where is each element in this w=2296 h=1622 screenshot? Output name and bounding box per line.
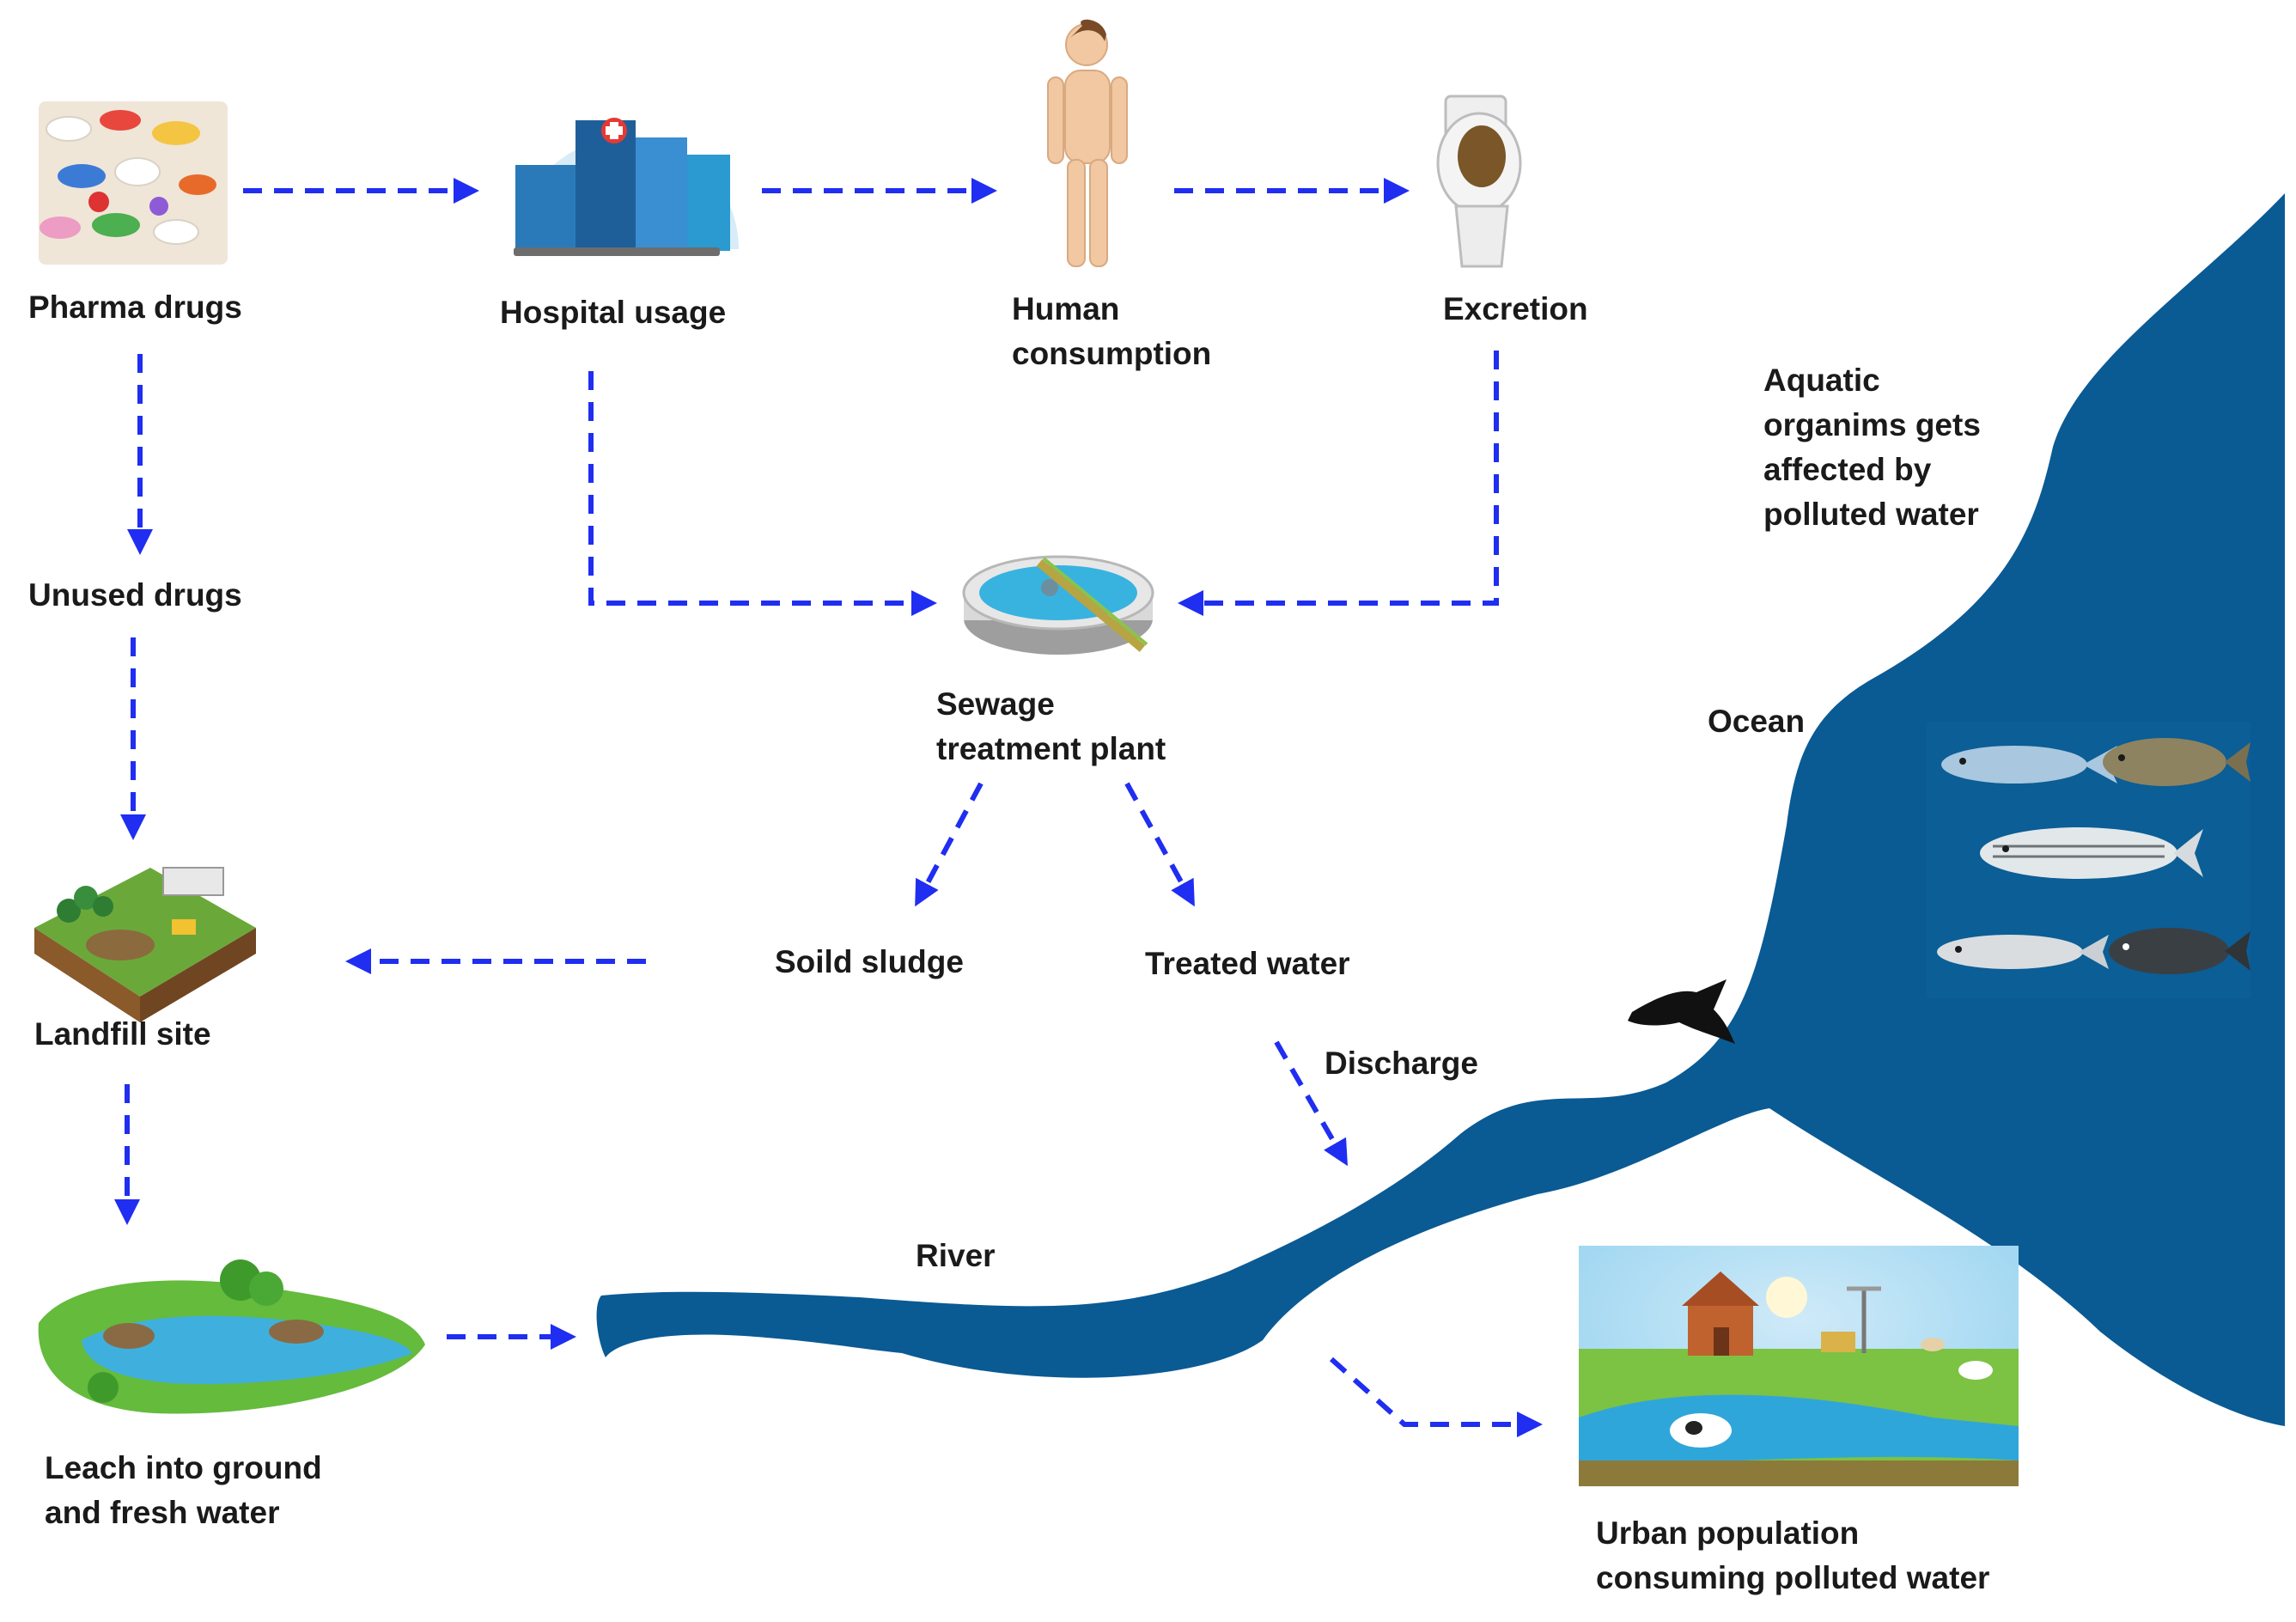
- label-hospital-usage: Hospital usage: [500, 295, 727, 330]
- arrow-hospital-to-sewage: [588, 371, 937, 616]
- label-solid-sludge: Soild sludge: [775, 944, 964, 979]
- label-excretion: Excretion: [1443, 291, 1588, 326]
- label-unused-drugs: Unused drugs: [28, 577, 242, 613]
- label-urban-population: Urban population consuming polluted wate…: [1596, 1515, 1990, 1595]
- sewage-tank-icon: [962, 555, 1154, 655]
- arrow-sewage-to-treated: [1124, 782, 1195, 907]
- landfill-icon: [34, 867, 256, 1022]
- label-discharge: Discharge: [1325, 1046, 1478, 1081]
- label-landfill-site: Landfill site: [34, 1016, 211, 1052]
- arrow-sewage-to-sludge: [915, 782, 984, 907]
- toilet-icon: [1436, 95, 1522, 268]
- bird-icon: [1628, 979, 1735, 1044]
- hospital-icon: [514, 118, 739, 256]
- freshwater-pond-icon: [38, 1259, 426, 1414]
- human-body-icon: [1047, 19, 1128, 267]
- farm-scene-icon: [1579, 1246, 2019, 1486]
- label-pharma-drugs: Pharma drugs: [28, 290, 242, 325]
- label-ocean: Ocean: [1708, 704, 1806, 739]
- flow-arrows: [114, 178, 1543, 1437]
- ocean-and-river-water: [596, 193, 2286, 1426]
- label-treated-water: Treated water: [1145, 946, 1350, 981]
- label-leach: Leach into ground and fresh water: [45, 1450, 322, 1530]
- arrow-river-to-urban: [1330, 1357, 1543, 1437]
- label-river: River: [916, 1238, 996, 1273]
- label-sewage-treatment-plant: Sewage treatment plant: [936, 686, 1166, 766]
- arrow-discharge-to-river: [1274, 1040, 1348, 1167]
- label-human-consumption: Human consumption: [1012, 291, 1212, 371]
- label-aquatic-organisms: Aquatic organims gets affected by pollut…: [1763, 363, 1981, 532]
- arrow-excretion-to-sewage: [1178, 351, 1499, 616]
- fish-group-icon: [1926, 722, 2250, 998]
- pills-icon: [39, 101, 228, 265]
